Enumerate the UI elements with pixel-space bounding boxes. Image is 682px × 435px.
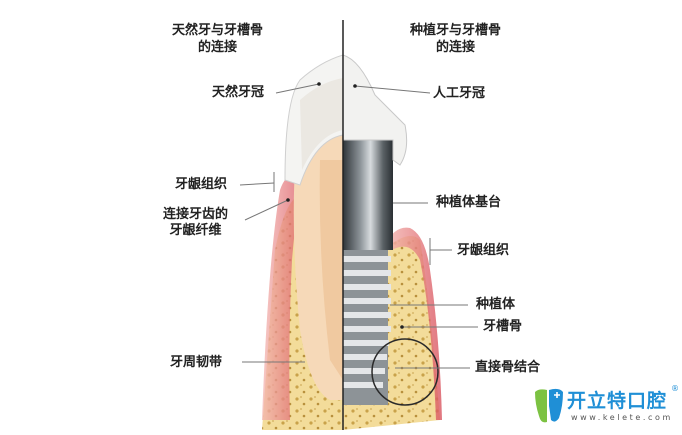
label-osseointegration: 直接骨结合 [475,360,541,375]
registered-mark: ® [671,384,679,393]
implant-tooth [343,54,442,430]
label-connecting-fibers: 连接牙齿的 牙龈纤维 [163,207,228,239]
label-natural-crown: 天然牙冠 [212,85,265,100]
tooth-logo-icon [535,388,563,423]
leader-lines-right [354,85,478,369]
logo-url: www.kelete.com [571,413,673,422]
title-natural-tooth: 天然牙与牙槽骨 的连接 [172,22,263,56]
label-gum-tissue-left: 牙龈组织 [175,177,228,192]
title-line: 天然牙与牙槽骨 [172,23,264,38]
label-alveolar-bone: 牙槽骨 [483,319,523,334]
label-line: 牙龈纤维 [169,223,222,238]
title-line: 的连接 [198,40,238,55]
title-implant-tooth: 种植牙与牙槽骨 的连接 [410,22,501,56]
leader-lines-left [239,83,320,363]
label-implant-abutment: 种植体基台 [436,195,502,210]
label-artificial-crown: 人工牙冠 [433,86,486,101]
label-line: 连接牙齿的 [163,207,229,222]
osseointegration-circle [371,338,439,406]
implant-threads [343,250,391,405]
label-periodontal-ligament: 牙周韧带 [170,355,223,370]
title-line: 的连接 [436,40,476,55]
title-line: 种植牙与牙槽骨 [410,23,502,38]
label-gum-tissue-right: 牙龈组织 [457,243,510,258]
kelete-logo: 开立特口腔 ® www.kelete.com [533,384,682,431]
label-implant: 种植体 [476,297,516,312]
natural-tooth [262,54,343,430]
logo-name: 开立特口腔 [567,390,668,412]
